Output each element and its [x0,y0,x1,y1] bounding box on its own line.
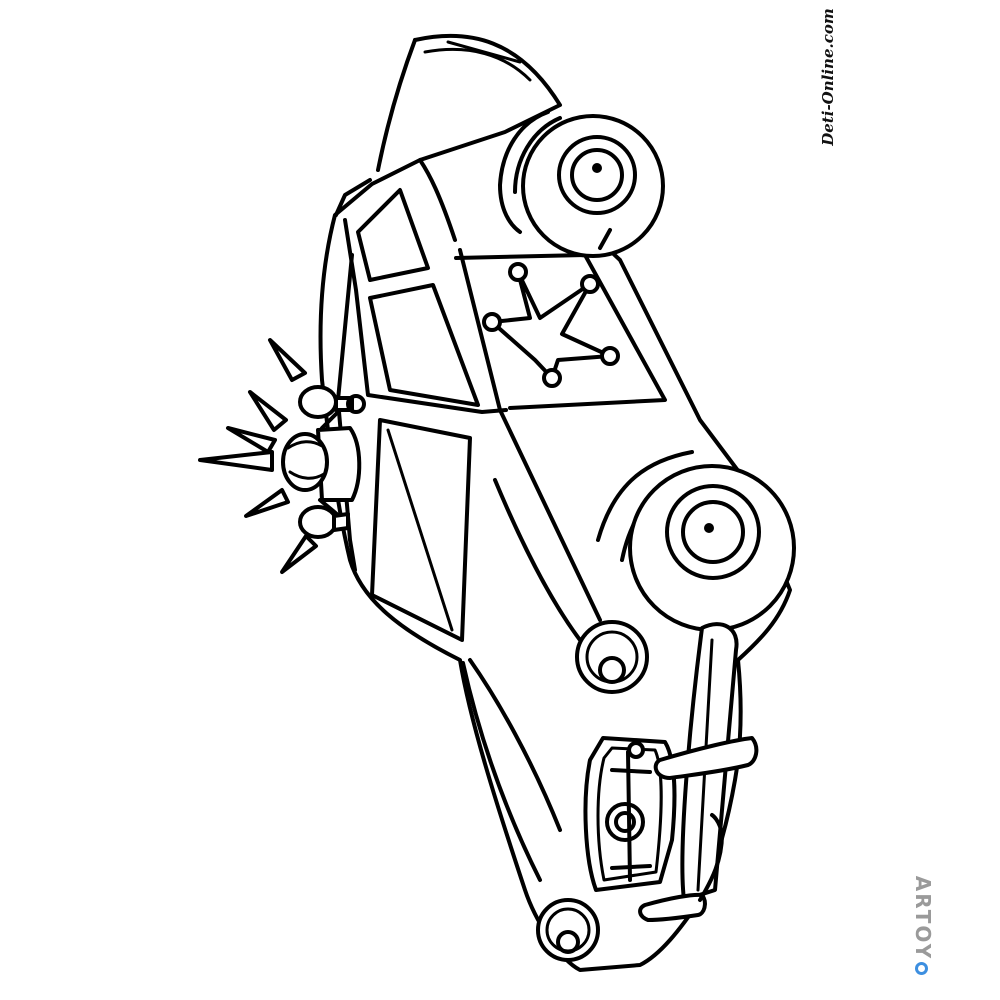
rear-wheel [498,110,665,258]
artoy-watermark: ARTOY [905,862,941,984]
sheriff-star [482,262,620,388]
artoy-logo-ring-icon [915,962,928,975]
front-wheel [596,450,796,632]
headlights [536,620,649,962]
artoy-watermark-text: ARTOY [911,875,935,961]
radiator-grille [583,736,677,892]
front-bumper [638,622,759,922]
site-watermark-text: Deti-Online.com [819,8,837,146]
siren-rays [198,338,318,574]
site-watermark: Deti-Online.com [808,8,848,145]
siren-light [281,385,366,539]
